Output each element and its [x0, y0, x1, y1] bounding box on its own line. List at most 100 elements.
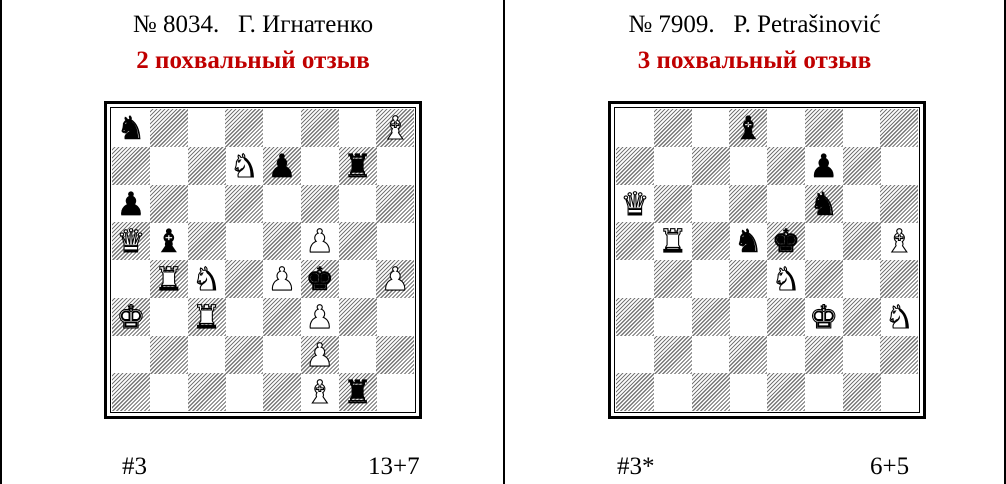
stipulation: #3 — [122, 452, 147, 482]
white-pawn-icon: ♟ — [376, 260, 414, 298]
black-pawn-icon: ♟ — [112, 185, 150, 223]
piece-count: 13+7 — [368, 452, 420, 482]
square-b8 — [150, 109, 188, 147]
white-queen-icon: ♛ — [112, 222, 150, 260]
square-f6 — [301, 185, 339, 223]
white-knight-icon: ♞ — [188, 260, 226, 298]
square-a5: ♛ — [112, 222, 150, 260]
square-g4 — [339, 260, 377, 298]
problem-panel-7909: № 7909. P. Petrašinović 3 похвальный отз… — [503, 0, 1006, 484]
square-e3 — [767, 298, 805, 336]
white-pawn-icon: ♟ — [301, 336, 339, 374]
square-c8 — [188, 109, 226, 147]
square-c7 — [692, 147, 730, 185]
square-f3: ♟ — [301, 298, 339, 336]
square-g2 — [339, 336, 377, 374]
square-f4: ♚ — [301, 260, 339, 298]
square-d7 — [729, 147, 767, 185]
square-f8 — [805, 109, 843, 147]
square-e2 — [263, 336, 301, 374]
white-queen-icon: ♛ — [616, 185, 654, 223]
square-b5: ♝ — [150, 222, 188, 260]
square-b4 — [654, 260, 692, 298]
square-b8 — [654, 109, 692, 147]
square-h4 — [880, 260, 918, 298]
black-king-icon: ♚ — [301, 260, 339, 298]
black-bishop-icon: ♝ — [729, 109, 767, 147]
square-h1 — [376, 373, 414, 411]
square-b7 — [150, 147, 188, 185]
square-d7: ♞ — [225, 147, 263, 185]
square-f5: ♟ — [301, 222, 339, 260]
white-king-icon: ♚ — [112, 298, 150, 336]
black-knight-icon: ♞ — [729, 222, 767, 260]
black-knight-icon: ♞ — [112, 109, 150, 147]
square-h5: ♝ — [880, 222, 918, 260]
chess-board: ♞♝♞♟♜♟♛♝♟♜♞♟♚♟♚♜♟♟♝♜ — [104, 101, 422, 419]
square-e4: ♞ — [767, 260, 805, 298]
square-f5 — [805, 222, 843, 260]
square-g6 — [843, 185, 881, 223]
square-d3 — [225, 298, 263, 336]
square-a2 — [112, 336, 150, 374]
stipulation: #3* — [617, 452, 655, 482]
problem-title: № 8034. Г. Игнатенко — [2, 10, 504, 40]
square-h2 — [880, 336, 918, 374]
square-c5 — [692, 222, 730, 260]
square-d8: ♝ — [729, 109, 767, 147]
square-d5 — [225, 222, 263, 260]
square-f2 — [805, 336, 843, 374]
square-g1: ♜ — [339, 373, 377, 411]
square-f4 — [805, 260, 843, 298]
square-a4 — [616, 260, 654, 298]
square-h7 — [880, 147, 918, 185]
square-b1 — [150, 373, 188, 411]
square-g8 — [843, 109, 881, 147]
square-a3 — [616, 298, 654, 336]
square-e7 — [767, 147, 805, 185]
square-e1 — [767, 373, 805, 411]
square-b2 — [150, 336, 188, 374]
square-c3: ♜ — [188, 298, 226, 336]
square-h6 — [376, 185, 414, 223]
white-bishop-icon: ♝ — [376, 109, 414, 147]
square-b5: ♜ — [654, 222, 692, 260]
square-c3 — [692, 298, 730, 336]
white-rook-icon: ♜ — [654, 222, 692, 260]
square-h2 — [376, 336, 414, 374]
square-a5 — [616, 222, 654, 260]
square-e7: ♟ — [263, 147, 301, 185]
white-knight-icon: ♞ — [225, 147, 263, 185]
square-a8: ♞ — [112, 109, 150, 147]
square-b6 — [150, 185, 188, 223]
square-c1 — [188, 373, 226, 411]
square-c2 — [692, 336, 730, 374]
board-grid: ♝♟♛♞♜♞♚♝♞♚♞ — [616, 109, 918, 411]
square-c5 — [188, 222, 226, 260]
square-a7 — [112, 147, 150, 185]
square-b7 — [654, 147, 692, 185]
square-g7: ♜ — [339, 147, 377, 185]
white-pawn-icon: ♟ — [301, 222, 339, 260]
square-h1 — [880, 373, 918, 411]
square-g4 — [843, 260, 881, 298]
black-rook-icon: ♜ — [339, 373, 377, 411]
square-f1 — [805, 373, 843, 411]
square-g5 — [843, 222, 881, 260]
square-a1 — [616, 373, 654, 411]
square-d5: ♞ — [729, 222, 767, 260]
square-c6 — [188, 185, 226, 223]
square-e8 — [767, 109, 805, 147]
square-e5 — [263, 222, 301, 260]
square-d4 — [729, 260, 767, 298]
square-d2 — [729, 336, 767, 374]
square-f7: ♟ — [805, 147, 843, 185]
square-d6 — [225, 185, 263, 223]
black-bishop-icon: ♝ — [150, 222, 188, 260]
square-f1: ♝ — [301, 373, 339, 411]
square-g3 — [339, 298, 377, 336]
square-e6 — [767, 185, 805, 223]
square-e3 — [263, 298, 301, 336]
square-c8 — [692, 109, 730, 147]
award-label: 2 похвальный отзыв — [2, 46, 504, 76]
